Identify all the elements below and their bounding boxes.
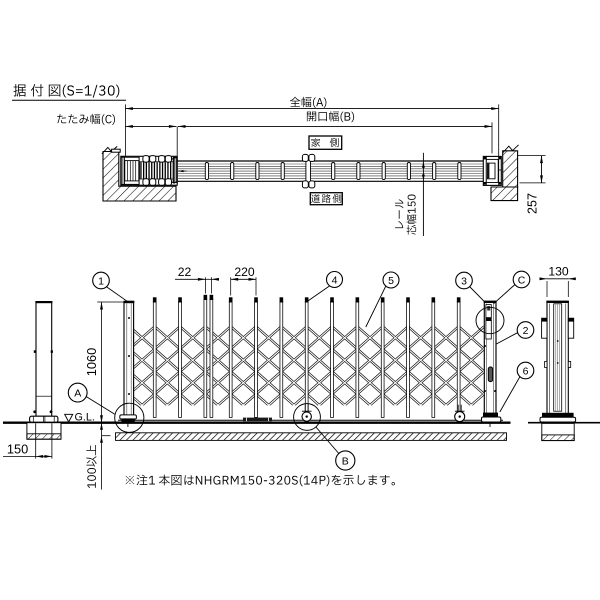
svg-text:220: 220 [234,265,255,279]
svg-text:B: B [342,455,349,467]
svg-text:1060: 1060 [84,348,99,376]
svg-text:150: 150 [7,441,28,456]
svg-text:4: 4 [332,274,338,286]
svg-text:3: 3 [461,275,467,287]
svg-text:2: 2 [523,325,529,337]
svg-text:130: 130 [548,264,569,278]
svg-text:6: 6 [523,365,529,377]
svg-text:C: C [518,274,526,286]
svg-text:A: A [74,387,81,399]
svg-text:22: 22 [178,265,192,279]
svg-text:1: 1 [98,275,104,287]
svg-text:5: 5 [388,275,394,287]
svg-text:257: 257 [525,193,539,214]
svg-text:G.L.: G.L. [75,412,95,424]
